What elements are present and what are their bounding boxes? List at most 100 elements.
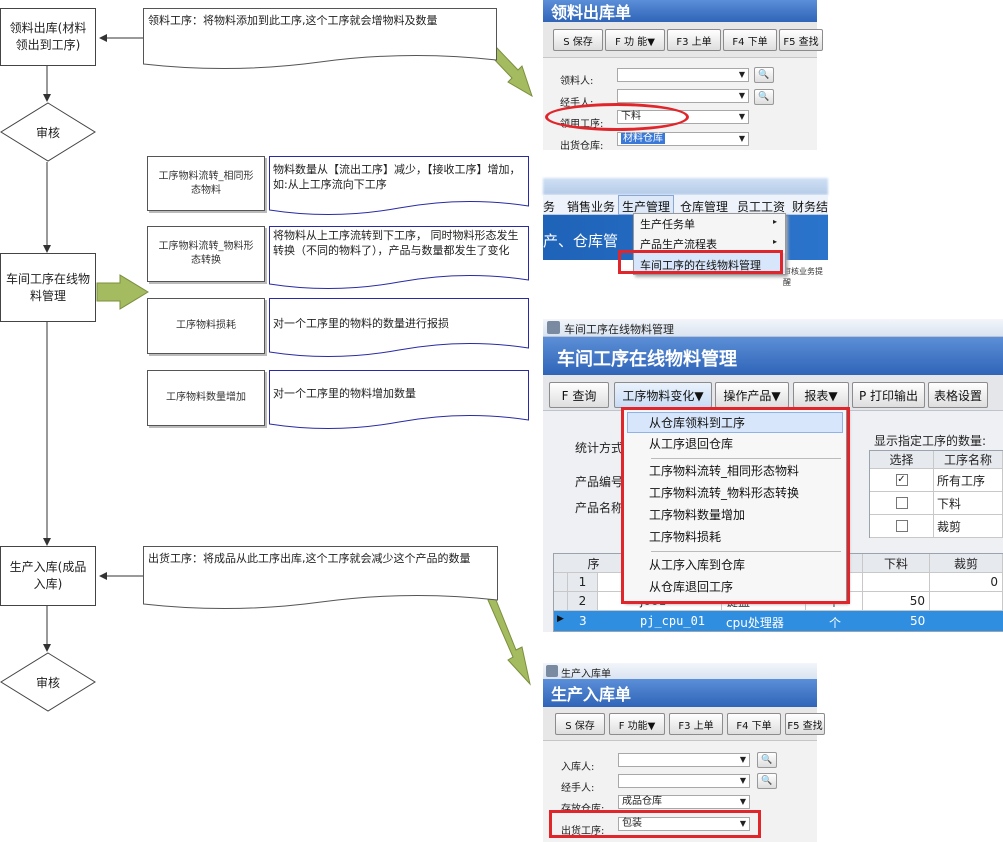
note-ship-process: 出货工序：将成品从此工序出库,这个工序就会减少这个产品的数量 (143, 546, 498, 610)
dropdown-item-task[interactable]: 生产任务单 (640, 218, 695, 231)
issue-function-button[interactable]: F 功 能▼ (605, 29, 665, 51)
window-titlebar (543, 663, 817, 679)
page-title: 车间工序在线物料管理 (557, 349, 737, 370)
dropdown-item-flow[interactable]: 产品生产流程表 (640, 238, 717, 251)
proc-row-name: 下料 (934, 492, 1003, 515)
highlight-oval (545, 103, 689, 131)
issue-save-button[interactable]: S 保存 (553, 29, 603, 51)
chevron-down-icon: ▼ (739, 755, 746, 764)
grid-cell[interactable] (930, 592, 1003, 611)
menubar-item-sales[interactable]: 销售业务 (567, 200, 616, 214)
table-settings-button[interactable]: 表格设置 (928, 382, 988, 408)
proc-row-check[interactable] (870, 492, 934, 515)
side-text: 审核业务提醒 (783, 267, 823, 287)
flow-box-production-storage: 生产入库(成品入库) (0, 546, 96, 606)
process-change-button[interactable]: 工序物料变化▼ (614, 382, 712, 408)
issue-next-button[interactable]: F4 下单 (723, 29, 777, 51)
highlight-box (621, 407, 850, 604)
search-icon[interactable]: 🔍 (754, 67, 774, 83)
product-code-label: 产品编号 (575, 475, 624, 489)
window-titlebar (543, 319, 1003, 337)
issue-prev-button[interactable]: F3 上单 (667, 29, 721, 51)
green-arrow-3 (487, 594, 531, 686)
menubar-item-production[interactable]: 生产管理 (622, 200, 671, 214)
dd-item-return-to-warehouse[interactable]: 从工序退回仓库 (649, 437, 734, 451)
flow-box-material-issue: 领料出库(材料领出到工序) (0, 8, 96, 66)
app-icon (546, 665, 558, 677)
dd-item-warehouse-to-process[interactable]: 从仓库退回工序 (649, 580, 734, 594)
menubar-item-business[interactable]: 务 (543, 200, 556, 214)
storage-handler-combo[interactable]: ▼ (618, 774, 750, 788)
issue-warehouse-combo[interactable]: 材料仓库▼ (617, 132, 749, 146)
highlight-box (618, 250, 783, 274)
checkbox[interactable]: ✓ (895, 474, 908, 486)
grid-header-xl: 下料 (863, 554, 930, 573)
chevron-down-icon: ▼ (738, 91, 745, 100)
dropdown-item-online-material[interactable]: 车间工序的在线物料管理 (640, 259, 761, 272)
proc-col-name: 工序名称 (934, 451, 1003, 469)
storage-function-button[interactable]: F 功能▼ (609, 713, 665, 735)
grid-cell[interactable]: 50 (863, 592, 930, 611)
sub-note-increase: 对一个工序里的物料增加数量 (269, 370, 529, 430)
checkbox[interactable] (895, 497, 908, 509)
menubar-item-finance[interactable]: 财务结 (792, 200, 829, 214)
window-title: 车间工序在线物料管理 (564, 323, 674, 336)
storage-save-button[interactable]: S 保存 (555, 713, 605, 735)
storage-prev-button[interactable]: F3 上单 (669, 713, 723, 735)
screenshot-production-storage-form: 生产入库单 生产入库单 S 保存 F 功能▼ F3 上单 F4 下单 F5 查找… (543, 663, 825, 842)
storage-ship-process-combo[interactable]: 包装▼ (618, 817, 750, 831)
dd-item-flow-transform[interactable]: 工序物料流转_物料形态转换 (649, 486, 800, 500)
issue-find-button[interactable]: F5 查找 (779, 29, 823, 51)
storage-form-title: 生产入库单 (543, 679, 817, 707)
grid-cell[interactable]: 个 (829, 616, 842, 630)
row-indicator (554, 573, 568, 592)
grid-cell[interactable]: cpu处理器 (726, 616, 784, 630)
storage-warehouse-combo[interactable]: 成品仓库▼ (618, 795, 750, 809)
chevron-down-icon: ▼ (739, 819, 746, 828)
dd-item-issue-to-process[interactable]: 从仓库领料到工序 (649, 416, 746, 430)
note-issue-process: 领料工序：将物料添加到此工序,这个工序就会增物料及数量 (143, 8, 497, 70)
storage-ship-process-label: 出货工序: (561, 826, 605, 837)
storage-find-button[interactable]: F5 查找 (785, 713, 825, 735)
dd-item-increase[interactable]: 工序物料数量增加 (649, 508, 746, 522)
chevron-down-icon: ▼ (739, 776, 746, 785)
table-row[interactable]: 2 (568, 592, 598, 611)
issue-handler-combo[interactable]: ▼ (617, 89, 749, 103)
highlight-box (549, 810, 761, 838)
chevron-right-icon: ▸ (773, 237, 778, 246)
sub-box-increase: 工序物料数量增加 (147, 370, 265, 426)
grid-cell[interactable] (863, 573, 930, 592)
window-title: 生产入库单 (561, 669, 611, 680)
grid-cell[interactable]: 50 (910, 614, 926, 628)
row-indicator (554, 592, 568, 611)
search-icon[interactable]: 🔍 (757, 773, 777, 789)
proc-row-check[interactable] (870, 515, 934, 538)
flow-diamond-audit-2: 审核 (0, 652, 96, 712)
issue-picker-combo[interactable]: ▼ (617, 68, 749, 82)
menubar-item-payroll[interactable]: 员工工资 (737, 200, 786, 214)
query-button[interactable]: F 查询 (549, 382, 609, 408)
grid-cell[interactable]: pj_cpu_01 (640, 614, 706, 628)
table-row[interactable]: 1 (568, 573, 598, 592)
dd-item-flow-same[interactable]: 工序物料流转_相同形态物料 (649, 464, 800, 478)
table-row[interactable]: 3 (579, 614, 587, 628)
search-icon[interactable]: 🔍 (754, 89, 774, 105)
search-icon[interactable]: 🔍 (757, 752, 777, 768)
screenshot-main-menu: 务 销售业务 生产管理 仓库管理 员工工资 财务结 产、仓库管 审核业务提醒 生… (543, 178, 829, 287)
dd-item-process-to-warehouse[interactable]: 从工序入库到仓库 (649, 558, 746, 572)
checkbox[interactable] (895, 520, 908, 532)
print-button[interactable]: P 打印输出 (852, 382, 925, 408)
proc-row-check[interactable]: ✓ (870, 469, 934, 492)
storage-person-combo[interactable]: ▼ (618, 753, 750, 767)
storage-next-button[interactable]: F4 下单 (727, 713, 781, 735)
menubar-item-warehouse[interactable]: 仓库管理 (680, 200, 729, 214)
product-ops-button[interactable]: 操作产品▼ (715, 382, 789, 408)
proc-col-select: 选择 (870, 451, 934, 469)
dd-item-loss[interactable]: 工序物料损耗 (649, 530, 722, 544)
issue-form-title: 领料出库单 (543, 0, 817, 22)
report-button[interactable]: 报表▼ (793, 382, 849, 408)
grid-cell[interactable]: 0 (930, 573, 1003, 592)
process-change-dropdown (623, 409, 847, 602)
storage-handler-label: 经手人: (561, 783, 595, 794)
sub-note-loss: 对一个工序里的物料的数量进行报损 (269, 298, 529, 358)
